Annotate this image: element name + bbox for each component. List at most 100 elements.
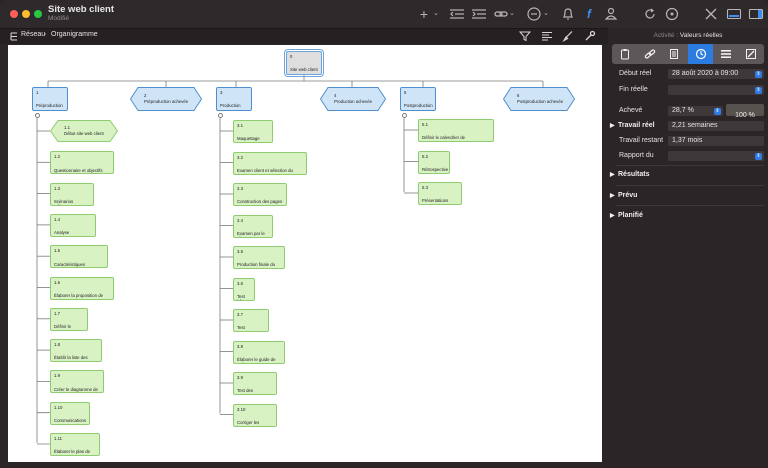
title-bar: Site web client Modifié + ⌄ ⌄ ⌄ f [0,0,768,28]
travail-reel-field[interactable]: 2,21 semaines [668,121,764,131]
divider [616,205,764,206]
node-label: Définir le planning [54,324,71,330]
disclosure-triangle-icon: ▶ [610,193,615,199]
section-prevu[interactable]: ▶Prévu [610,192,637,199]
travail-restant-field[interactable]: 1,37 mois [668,136,764,146]
tab-actuals[interactable] [687,44,714,64]
more-icon[interactable] [526,6,542,22]
inspector-header: Activité : Valeurs réelles [608,32,768,39]
tab-notes[interactable] [739,44,764,64]
percent-stepper-icon[interactable]: ⇕ [714,107,721,115]
tab-resources[interactable] [663,44,688,64]
breadcrumb-organigramme[interactable]: Organigramme [51,31,98,38]
color-icon[interactable] [665,6,679,22]
rapport-field[interactable]: ⇕ [668,151,764,161]
node-label: Début site web client [64,131,104,136]
acheve-field[interactable]: 28,7 % ⇕ [668,106,723,116]
node-label: Corriger les bogues [237,419,260,426]
outdent-icon[interactable] [448,6,466,22]
travail-reel-toggle[interactable]: ▶Travail réel [610,122,655,129]
node-id: 1.7 [54,310,60,316]
tab-info[interactable] [612,44,637,64]
section-planifie[interactable]: ▶Planifié [610,212,643,219]
fin-reelle-field[interactable]: ⇕ [668,85,764,95]
tab-links[interactable] [637,44,662,64]
nav-bar: Réseau › Organigramme [0,28,768,44]
refresh-icon[interactable] [643,6,657,22]
node-id: 2 [144,92,147,98]
section-resultats[interactable]: ▶Résultats [610,171,650,178]
close-window-button[interactable] [10,10,18,18]
inspector-header-prefix: Activité : [653,32,679,39]
collapse-toggle[interactable] [34,112,40,118]
collapse-toggle[interactable] [401,112,407,118]
tools-icon[interactable] [704,6,718,22]
node-label: Analyse comparative [54,230,77,236]
minimize-window-button[interactable] [22,10,30,18]
chevron-down-icon[interactable]: ⌄ [433,10,439,17]
node-id: 6 [517,92,520,98]
indent-icon[interactable] [470,6,488,22]
debut-reel-field[interactable]: 28 août 2020 à 09:00 ⇕ [668,69,764,79]
chevron-down-icon[interactable]: ⌄ [543,10,549,17]
person-icon[interactable] [604,6,618,22]
tab-list[interactable] [713,44,738,64]
node-id: 1.4 [54,216,60,222]
link-icon[interactable] [494,6,508,22]
view-icon[interactable] [726,6,742,22]
node-label: Préproduction achevée [144,99,189,104]
bell-icon[interactable] [561,6,575,22]
filter-icon[interactable] [518,30,532,45]
brush-icon[interactable] [562,30,574,45]
breadcrumb-reseau[interactable]: Réseau [21,31,46,38]
date-stepper-icon[interactable]: ⇕ [755,70,762,78]
section-resultats-label: Résultats [618,171,650,178]
acheve-100-button[interactable]: 100 % [726,104,764,119]
add-icon[interactable]: + [419,6,429,22]
date-stepper-icon[interactable]: ⇕ [755,152,762,160]
zoom-window-button[interactable] [34,10,42,18]
node-label: Élaborer le guide de style [237,356,276,363]
debut-reel-value: 28 août 2020 à 09:00 [672,70,739,77]
text-align-icon[interactable] [541,30,553,45]
date-stepper-icon[interactable]: ⇕ [755,86,762,94]
collapse-toggle[interactable] [217,112,223,118]
chevron-down-icon[interactable]: ⌄ [509,10,515,17]
font-icon[interactable]: f [587,7,591,21]
wrench-icon[interactable] [584,30,596,45]
inspector-toggle-icon[interactable] [748,6,764,22]
